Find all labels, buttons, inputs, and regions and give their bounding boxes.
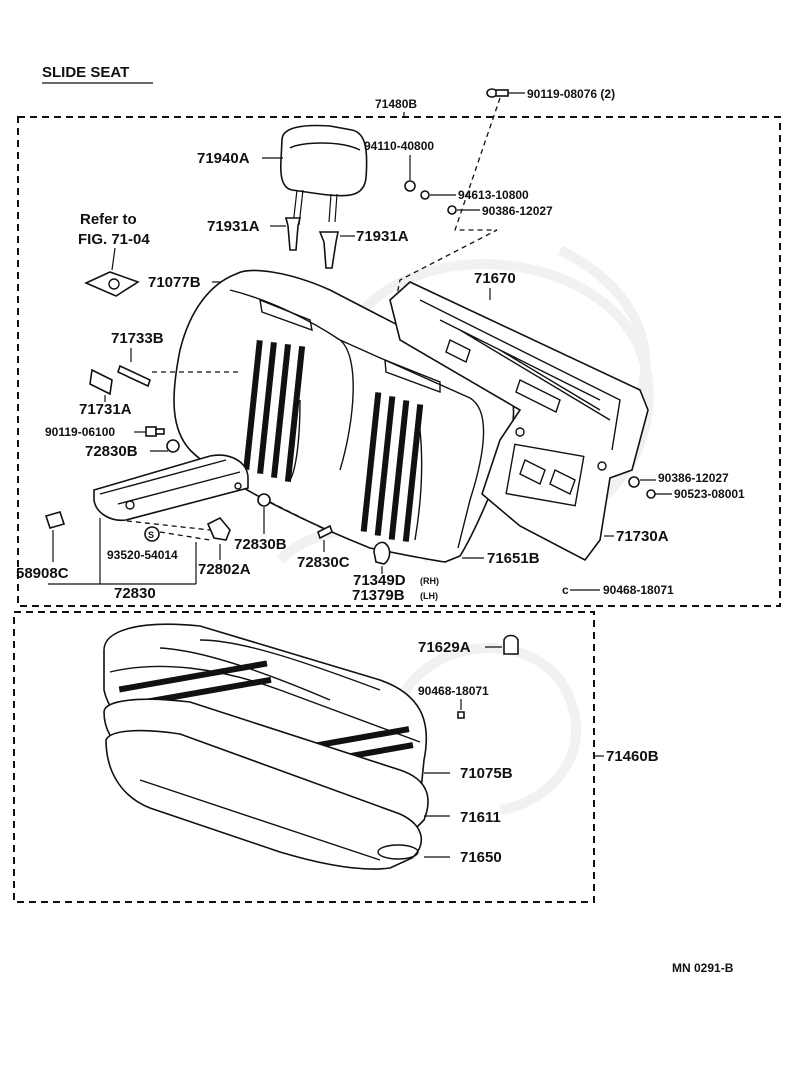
label-94110-40800: 94110-40800 — [364, 139, 434, 153]
armrest-72830 — [93, 454, 249, 522]
hook-90468-18071-top-symbol: c — [562, 583, 569, 597]
clip-90386-12027-top — [447, 205, 457, 215]
hook-71629A — [503, 634, 519, 655]
label-71379B: 71379B — [352, 587, 405, 604]
label-58908C: 58908C — [16, 565, 69, 582]
label-71349D: 71349D — [353, 572, 406, 589]
cushion-frame-71650 — [105, 729, 423, 870]
label-90386-12027-top: 90386-12027 — [482, 204, 553, 218]
label-71460B: 71460B — [606, 748, 659, 765]
armrest-dashed-line — [117, 519, 211, 531]
screw-93520-54014: S — [144, 526, 160, 542]
pin-72830C — [317, 524, 333, 540]
label-72830B-left: 72830B — [85, 443, 138, 460]
hook-90468-18071-bottom — [457, 711, 465, 719]
label-90119-06100: 90119-06100 — [45, 425, 115, 439]
diagram-title: SLIDE SEAT — [42, 64, 129, 81]
bracket-refer-fig — [84, 271, 140, 297]
headrest-support-left — [284, 217, 302, 251]
label-71075B: 71075B — [460, 765, 513, 782]
hinge-cover-71733B — [117, 364, 151, 388]
seatback-frame-71670 — [389, 281, 649, 562]
label-90468-18071-top: 90468-18071 — [603, 583, 674, 597]
cushion-assembly-box — [13, 611, 595, 903]
svg-text:S: S — [148, 530, 154, 540]
hinge-cover-71731A — [89, 368, 113, 396]
label-90386-12027-right: 90386-12027 — [658, 471, 729, 485]
label-71931A-right: 71931A — [356, 228, 409, 245]
headrest-71940A — [279, 124, 368, 226]
cap-72830B-mid — [257, 493, 271, 507]
bolt-90119-06100 — [145, 426, 165, 437]
nut-94110-40800 — [404, 180, 416, 192]
label-71730A: 71730A — [616, 528, 669, 545]
label-94613-10800: 94613-10800 — [458, 188, 529, 202]
hinge-cover-71349D — [373, 541, 391, 565]
diagram-code: MN 0291-B — [672, 961, 734, 975]
label-71629A: 71629A — [418, 639, 471, 656]
refer-note-line2: FIG. 71-04 — [78, 231, 150, 248]
bolt-dashed-path — [395, 97, 501, 301]
label-72802A: 72802A — [198, 561, 251, 578]
clip-58908C — [44, 511, 66, 529]
label-72830C: 72830C — [297, 554, 350, 571]
label-93520-54014: 93520-54014 — [107, 548, 178, 562]
label-71480B: 71480B — [375, 97, 417, 111]
cap-dashed-line — [269, 501, 323, 529]
label-90468-18071-bottom: 90468-18071 — [418, 684, 489, 698]
refer-note-line1: Refer to — [80, 211, 137, 228]
label-90119-08076: 90119-08076 (2) — [527, 87, 615, 101]
bracket-72802A — [206, 517, 231, 541]
label-71611: 71611 — [460, 809, 501, 826]
label-72830B-mid: 72830B — [234, 536, 287, 553]
clip-90386-12027-right — [628, 476, 640, 488]
label-71349D-side: (RH) — [420, 576, 439, 586]
label-90523-08001: 90523-08001 — [674, 487, 745, 501]
washer-94613-10800 — [420, 190, 430, 200]
leader-refer-note — [111, 247, 116, 271]
label-71670: 71670 — [474, 270, 516, 287]
label-71379B-side: (LH) — [420, 591, 438, 601]
label-71940A: 71940A — [197, 150, 250, 167]
bolt-90119-08076 — [486, 88, 509, 98]
label-71650: 71650 — [460, 849, 502, 866]
label-71651B: 71651B — [487, 550, 540, 567]
label-71077B: 71077B — [148, 274, 201, 291]
screw-dashed-line — [159, 531, 211, 541]
label-72830: 72830 — [114, 585, 156, 602]
label-71931A-left: 71931A — [207, 218, 260, 235]
clip-90523-08001 — [646, 489, 656, 499]
cap-72830B-left — [166, 439, 180, 453]
seatback-assembly-box — [17, 116, 781, 607]
label-71733B: 71733B — [111, 330, 164, 347]
label-71731A: 71731A — [79, 401, 132, 418]
headrest-support-right — [318, 231, 339, 269]
